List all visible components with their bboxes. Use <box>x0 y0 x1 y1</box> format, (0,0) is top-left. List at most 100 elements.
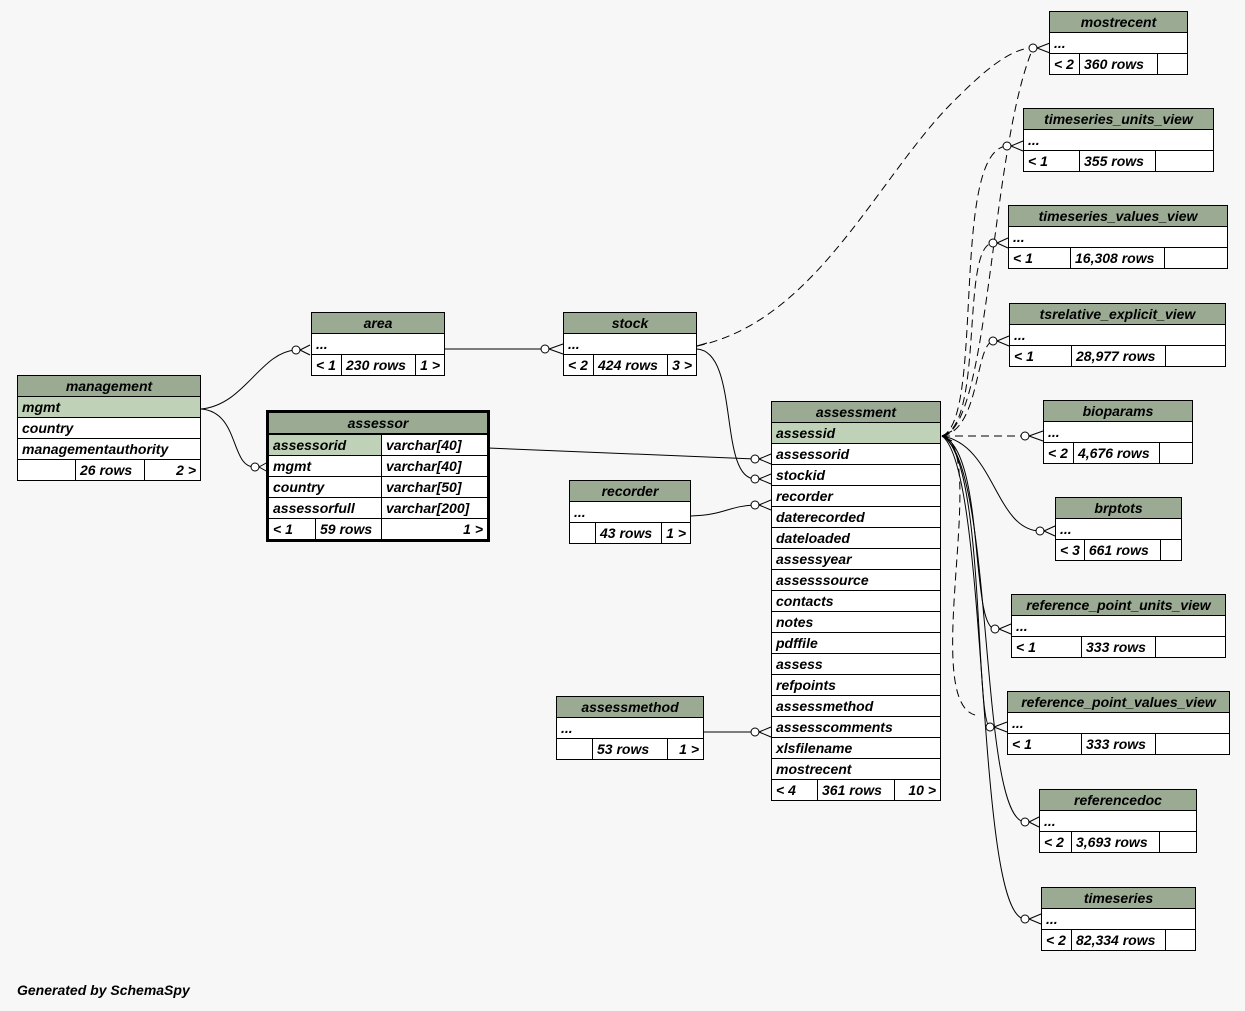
table-assessmethod[interactable]: assessmethod ... 53 rows 1 > <box>556 696 704 760</box>
column-ellipsis[interactable]: ... <box>1049 32 1188 54</box>
children-count[interactable]: 1 > <box>661 522 691 544</box>
column-ellipsis[interactable]: ... <box>556 717 704 739</box>
column-assesscomments[interactable]: assesscomments <box>771 716 941 738</box>
parents-count[interactable]: < 2 <box>1043 442 1074 464</box>
column-mostrecent[interactable]: mostrecent <box>771 758 941 780</box>
row-count: 43 rows <box>594 522 663 544</box>
parents-count[interactable]: < 1 <box>267 518 316 541</box>
children-count[interactable]: 2 > <box>144 459 201 481</box>
column-ellipsis[interactable]: ... <box>1008 226 1228 248</box>
parents-count[interactable]: < 3 <box>1055 539 1085 561</box>
table-management[interactable]: management mgmt country managementauthor… <box>17 375 201 481</box>
table-assessment[interactable]: assessment assessid assessorid stockid r… <box>771 401 941 801</box>
table-area[interactable]: area ... < 1 230 rows 1 > <box>311 312 445 376</box>
column-mgmt[interactable]: mgmt <box>17 396 201 418</box>
column-assessid[interactable]: assessid <box>771 422 941 444</box>
table-title[interactable]: area <box>311 312 445 334</box>
column-ellipsis[interactable]: ... <box>1011 615 1226 637</box>
parents-count[interactable]: < 2 <box>1049 53 1080 75</box>
parents-count[interactable]: < 1 <box>1009 345 1072 367</box>
column-managementauthority[interactable]: managementauthority <box>17 438 201 460</box>
column-ellipsis[interactable]: ... <box>1009 324 1226 346</box>
parents-count[interactable]: < 4 <box>771 779 818 801</box>
column-assessyear[interactable]: assessyear <box>771 548 941 570</box>
table-title[interactable]: timeseries <box>1041 887 1196 909</box>
parents-count[interactable]: < 2 <box>563 354 594 376</box>
parents-count[interactable]: < 1 <box>1007 733 1082 755</box>
column-ellipsis[interactable]: ... <box>1043 421 1193 443</box>
table-stock[interactable]: stock ... < 2 424 rows 3 > <box>563 312 697 376</box>
table-title[interactable]: referencedoc <box>1039 789 1197 811</box>
column-type: varchar[50] <box>381 476 489 498</box>
children-count[interactable]: 1 > <box>667 738 704 760</box>
column-ellipsis[interactable]: ... <box>1007 712 1230 734</box>
table-reference-point-values-view[interactable]: reference_point_values_view ... < 1 333 … <box>1007 691 1230 755</box>
table-timeseries-values-view[interactable]: timeseries_values_view ... < 1 16,308 ro… <box>1008 205 1228 269</box>
table-title[interactable]: bioparams <box>1043 400 1193 422</box>
table-title[interactable]: mostrecent <box>1049 11 1188 33</box>
column-ellipsis[interactable]: ... <box>1039 810 1197 832</box>
children-count[interactable]: 1 > <box>381 518 489 541</box>
column-stockid[interactable]: stockid <box>771 464 941 486</box>
table-referencedoc[interactable]: referencedoc ... < 2 3,693 rows <box>1039 789 1197 853</box>
table-title[interactable]: reference_point_values_view <box>1007 691 1230 713</box>
column-recorder[interactable]: recorder <box>771 485 941 507</box>
column-country[interactable]: country <box>17 417 201 439</box>
parents-count[interactable] <box>17 459 76 481</box>
column-assessmethod[interactable]: assessmethod <box>771 695 941 717</box>
column-assessorid[interactable]: assessorid <box>771 443 941 465</box>
children-count[interactable]: 3 > <box>667 354 697 376</box>
column-pdffile[interactable]: pdffile <box>771 632 941 654</box>
row-count: 28,977 rows <box>1071 345 1166 367</box>
table-recorder[interactable]: recorder ... 43 rows 1 > <box>569 480 691 544</box>
table-brptots[interactable]: brptots ... < 3 661 rows <box>1055 497 1183 561</box>
column-ellipsis[interactable]: ... <box>569 501 691 523</box>
column-ellipsis[interactable]: ... <box>1041 908 1196 930</box>
column-assesssource[interactable]: assesssource <box>771 569 941 591</box>
table-title[interactable]: assessor <box>267 411 489 435</box>
table-title[interactable]: reference_point_units_view <box>1011 594 1226 616</box>
table-title[interactable]: timeseries_units_view <box>1023 108 1214 130</box>
parents-count[interactable]: < 1 <box>1023 150 1080 172</box>
parents-count[interactable]: < 2 <box>1041 929 1072 951</box>
table-title[interactable]: assessmethod <box>556 696 704 718</box>
column-notes[interactable]: notes <box>771 611 941 633</box>
column-ellipsis[interactable]: ... <box>563 333 697 355</box>
table-tsrelative-explicit-view[interactable]: tsrelative_explicit_view ... < 1 28,977 … <box>1009 303 1226 367</box>
table-assessor[interactable]: assessor assessorid varchar[40] mgmt var… <box>266 410 490 542</box>
column-ellipsis[interactable]: ... <box>311 333 445 355</box>
table-mostrecent[interactable]: mostrecent ... < 2 360 rows <box>1049 11 1188 75</box>
table-title[interactable]: stock <box>563 312 697 334</box>
parents-count[interactable]: < 1 <box>1008 247 1071 269</box>
parents-count[interactable]: < 2 <box>1039 831 1072 853</box>
row-count: 360 rows <box>1079 53 1158 75</box>
table-title[interactable]: recorder <box>569 480 691 502</box>
column-assessorfull[interactable]: assessorfull <box>267 497 382 519</box>
table-bioparams[interactable]: bioparams ... < 2 4,676 rows <box>1043 400 1193 464</box>
table-title[interactable]: assessment <box>771 401 941 423</box>
children-count[interactable]: 1 > <box>415 354 445 376</box>
column-contacts[interactable]: contacts <box>771 590 941 612</box>
table-title[interactable]: tsrelative_explicit_view <box>1009 303 1226 325</box>
column-dateloaded[interactable]: dateloaded <box>771 527 941 549</box>
table-title[interactable]: timeseries_values_view <box>1008 205 1228 227</box>
column-xlsfilename[interactable]: xlsfilename <box>771 737 941 759</box>
column-mgmt[interactable]: mgmt <box>267 455 382 477</box>
column-ellipsis[interactable]: ... <box>1023 129 1214 151</box>
table-reference-point-units-view[interactable]: reference_point_units_view ... < 1 333 r… <box>1011 594 1226 658</box>
column-daterecorded[interactable]: daterecorded <box>771 506 941 528</box>
column-refpoints[interactable]: refpoints <box>771 674 941 696</box>
column-assessorid[interactable]: assessorid <box>267 433 382 456</box>
column-country[interactable]: country <box>267 476 382 498</box>
parents-count[interactable] <box>556 738 593 760</box>
table-timeseries-units-view[interactable]: timeseries_units_view ... < 1 355 rows <box>1023 108 1214 172</box>
column-ellipsis[interactable]: ... <box>1055 518 1182 540</box>
parents-count[interactable] <box>569 522 596 544</box>
table-title[interactable]: brptots <box>1055 497 1182 519</box>
table-timeseries[interactable]: timeseries ... < 2 82,334 rows <box>1041 887 1196 951</box>
table-title[interactable]: management <box>17 375 201 397</box>
children-count[interactable]: 10 > <box>894 779 941 801</box>
parents-count[interactable]: < 1 <box>1011 636 1082 658</box>
column-assess[interactable]: assess <box>771 653 941 675</box>
parents-count[interactable]: < 1 <box>311 354 342 376</box>
